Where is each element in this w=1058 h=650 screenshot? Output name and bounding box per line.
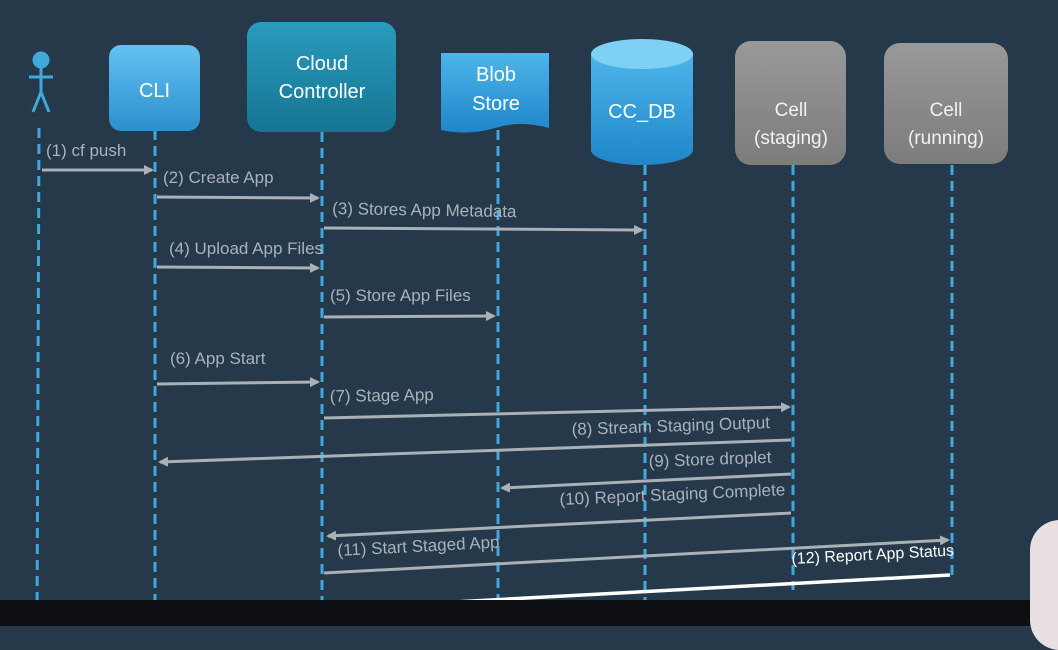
message-7-label: (7) Stage App [329,385,434,407]
cli-label: CLI [138,80,171,102]
message-2-label: (2) Create App [163,168,274,187]
cell-running-box [884,43,1008,164]
cli-box [109,45,200,131]
cloud-controller-box [247,22,396,132]
cc-db-cylinder-shape [591,39,693,165]
arrow-10 [326,511,792,541]
diagram-canvas [29,22,1008,626]
arrow-6 [156,377,320,388]
arrow-7 [323,402,791,420]
message-3-label: (3) Stores App Metadata [332,199,517,222]
arrow-8 [158,438,792,467]
arrow-9 [500,472,792,493]
blob-store-document-shape [441,53,549,133]
stage-floor [0,600,1058,626]
arrow-3 [323,224,644,235]
lifeline-user [35,127,41,626]
user-stick-figure-icon [29,51,53,113]
cell-staging-label: Cell (staging) [754,100,828,149]
cc-db-label: CC_DB [608,101,676,123]
blob-store-label: Blob Store [472,64,520,115]
cell-staging-box [735,41,846,165]
cell-running-label: Cell (running) [907,100,985,149]
arrow-5 [323,311,496,322]
message-5-label: (5) Store App Files [330,286,471,305]
arrow-11 [323,535,950,575]
arrow-2 [156,192,320,203]
message-1-label: (1) cf push [46,141,127,160]
message-9-label: (9) Store droplet [648,447,772,472]
cloud-controller-label: Cloud Controller [278,53,366,103]
sequence-diagram: CLI Cloud Controller Blob Store CC_DB Ce… [0,22,1058,650]
arrow-4 [156,262,320,273]
message-4-label: (4) Upload App Files [169,239,324,258]
presenter-edge [1030,520,1058,650]
message-6-label: (6) App Start [170,349,266,368]
